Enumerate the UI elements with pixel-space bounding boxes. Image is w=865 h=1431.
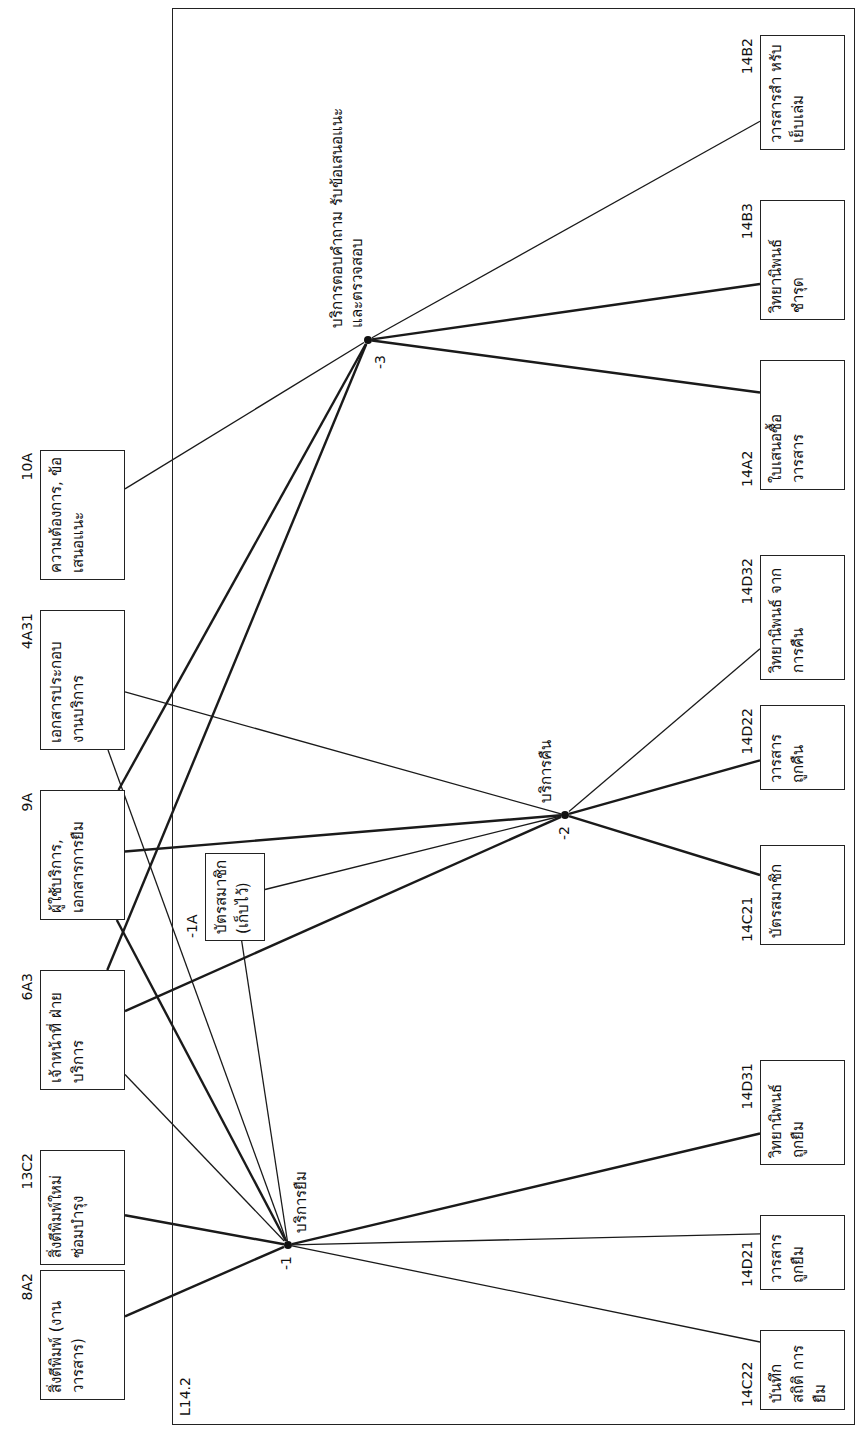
process-number: -3 [372,354,388,370]
box-code: 4A31 [19,611,35,651]
connector-line [292,1234,760,1245]
connector-line [569,816,760,875]
data-box: -1Aบัตรสมาชิก (เก็บไว้) [205,853,265,941]
process-label: บริการยืม [292,1169,312,1235]
box-text: วิทยานิพนธ์ ชำรุด [766,207,810,313]
connector-line [107,344,366,970]
box-text: บัตรสมาชิก [766,852,788,938]
box-text: เจ้าหน้าที่ ฝ่ายบริการ [46,977,90,1083]
box-text: วารสาร ถูกยืม [766,1222,810,1283]
connector-line [125,343,364,489]
box-code: 6A3 [19,971,35,1002]
box-code: 10A [19,451,35,482]
box-text: ผู้ใช้บริการ, เอกสารการยืม [46,797,90,913]
box-code: 14D31 [739,1061,755,1111]
process-number: -1 [278,1255,294,1271]
connector-line [108,750,287,1241]
box-code: 14D21 [739,1239,755,1289]
data-box: 6A3เจ้าหน้าที่ ฝ่ายบริการ [40,970,125,1090]
connector-line [265,816,561,890]
connector-line [292,1246,760,1342]
data-box: 14A2ใบเสนอซื้อ วารสาร [760,360,845,490]
connector-line [569,649,760,812]
box-code: 14A2 [739,449,755,489]
process-number: -2 [556,825,572,841]
data-box: 14D31วิทยานิพนธ์ ถูกยืม [760,1060,845,1165]
data-box: 14D32วิทยานิพนธ์ จากการคืน [760,555,845,680]
box-code: 14C21 [739,895,755,944]
box-code: 14D32 [739,556,755,606]
box-text: วิทยานิพนธ์ จากการคืน [766,562,810,673]
boundary-frame: L14.2-1Aบัตรสมาชิก (เก็บไว้)บริการยืม-1บ… [172,8,855,1425]
connector-line [125,1215,284,1244]
data-box: 13C2สิ่งตีพิมพ์ใหม่ ซ่อมบำรุง [40,1150,125,1265]
connector-line [372,121,760,337]
box-text: เอกสารประกอบ งานบริการ [46,617,90,743]
box-text: บันทึกสถิติ การยืม [766,1337,831,1403]
data-box: 8A2สิ่งตีพิมพ์ (งานวารสาร) [40,1270,125,1400]
connector-line [125,1075,284,1242]
box-text: วารสาร ถูกคืน [766,712,810,783]
box-code: 14C22 [739,1360,755,1409]
connector-line [242,941,288,1241]
connector-line [117,920,286,1241]
box-text: วารสารสำ หรับเย็บเล่ม [766,42,810,143]
box-text: ความต้องการ, ข้อเสนอแนะ [46,457,90,573]
process-point: บริการยืม-1 [284,1241,292,1249]
box-text: บัตรสมาชิก (เก็บไว้) [211,860,255,934]
data-box: 14D21วารสาร ถูกยืม [760,1215,845,1290]
data-box: 14C21บัตรสมาชิก [760,845,845,945]
box-code: 13C2 [19,1151,35,1192]
data-box: 14C22บันทึกสถิติ การยืม [760,1330,845,1410]
box-text: วิทยานิพนธ์ ถูกยืม [766,1067,810,1158]
process-point: บริการคืน-2 [561,811,569,819]
connector-line [372,341,760,393]
process-label: บริการคืน [537,738,557,805]
data-box: 4A31เอกสารประกอบ งานบริการ [40,610,125,750]
connector-line [372,284,760,339]
box-text: ใบเสนอซื้อ วารสาร [766,367,810,483]
box-code: 14D22 [739,706,755,756]
process-point: บริการตอบคำถาม รับข้อเสนอแนะ และตรวจสอบ-… [364,336,372,344]
connector-line [125,815,561,851]
connector-line [119,344,366,790]
data-box: 14D22วารสาร ถูกคืน [760,705,845,790]
box-code: -1A [184,912,200,940]
data-box: 10Aความต้องการ, ข้อเสนอแนะ [40,450,125,580]
box-code: 9A [19,791,35,813]
connector-line [125,692,561,814]
data-box: 14B2วารสารสำ หรับเย็บเล่ม [760,35,845,150]
data-box: 14B3วิทยานิพนธ์ ชำรุด [760,200,845,320]
box-code: 14B3 [739,201,755,241]
box-text: สิ่งตีพิมพ์ (งานวารสาร) [46,1277,90,1393]
data-box: 9Aผู้ใช้บริการ, เอกสารการยืม [40,790,125,920]
box-text: สิ่งตีพิมพ์ใหม่ ซ่อมบำรุง [46,1157,90,1258]
process-label: บริการตอบคำถาม รับข้อเสนอแนะ และตรวจสอบ [328,76,367,330]
frame-label: L14.2 [177,1375,193,1418]
connector-line [125,1247,284,1317]
connector-line [292,1134,760,1245]
box-code: 14B2 [739,36,755,76]
box-code: 8A2 [19,1271,35,1302]
